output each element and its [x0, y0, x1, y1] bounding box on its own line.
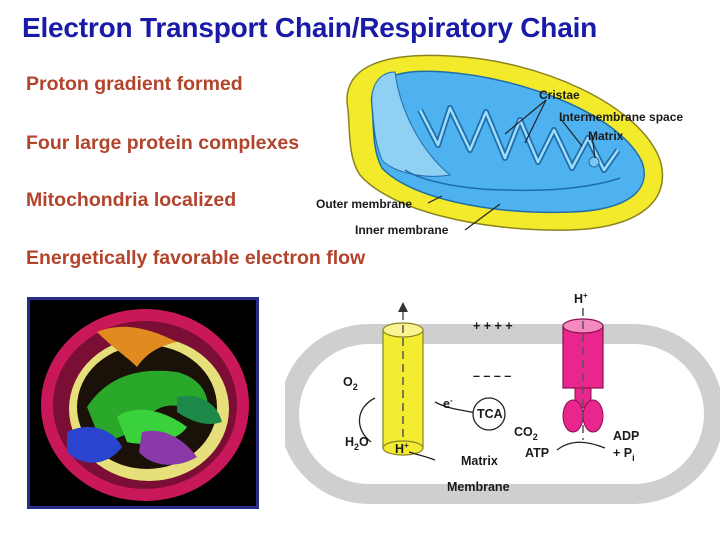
label-co2: CO2: [514, 425, 538, 442]
bullet-proton-gradient: Proton gradient formed: [26, 73, 243, 96]
label-cristae: Cristae: [539, 88, 580, 102]
label-inner-membrane: Inner membrane: [355, 223, 449, 237]
bullet-protein-complexes: Four large protein complexes: [26, 132, 299, 155]
pink-complex-atp-synthase: [563, 308, 603, 440]
label-minus-signs: – – – –: [473, 369, 511, 383]
slide-title: Electron Transport Chain/Respiratory Cha…: [22, 12, 597, 44]
label-o2: O2: [343, 375, 358, 392]
label-pi: + Pi: [613, 446, 635, 463]
mitochondrion-tomogram-image: [27, 297, 259, 509]
yellow-complex: [383, 302, 423, 455]
label-intermembrane-space: Intermembrane space: [559, 110, 683, 124]
label-atp: ATP: [525, 446, 549, 460]
label-matrix: Matrix: [461, 454, 498, 468]
label-e-minus: e-: [443, 396, 453, 411]
bullet-electron-flow: Energetically favorable electron flow: [26, 247, 365, 270]
label-plus-signs: + + + +: [473, 319, 513, 333]
label-h2o: H2O: [345, 435, 369, 452]
label-adp: ADP: [613, 429, 639, 443]
electron-transport-diagram: H+ + + + + – – – – O2 e- TCA CO2 H2O H+ …: [285, 290, 720, 540]
bullet-mitochondria-localized: Mitochondria localized: [26, 189, 236, 212]
mitochondrion-diagram: Cristae Intermembrane space Matrix Outer…: [310, 50, 715, 250]
label-membrane: Membrane: [447, 480, 510, 494]
label-tca: TCA: [477, 407, 503, 421]
label-outer-membrane: Outer membrane: [316, 197, 412, 211]
label-h-plus-top: H+: [574, 291, 588, 306]
label-matrix: Matrix: [588, 129, 624, 143]
